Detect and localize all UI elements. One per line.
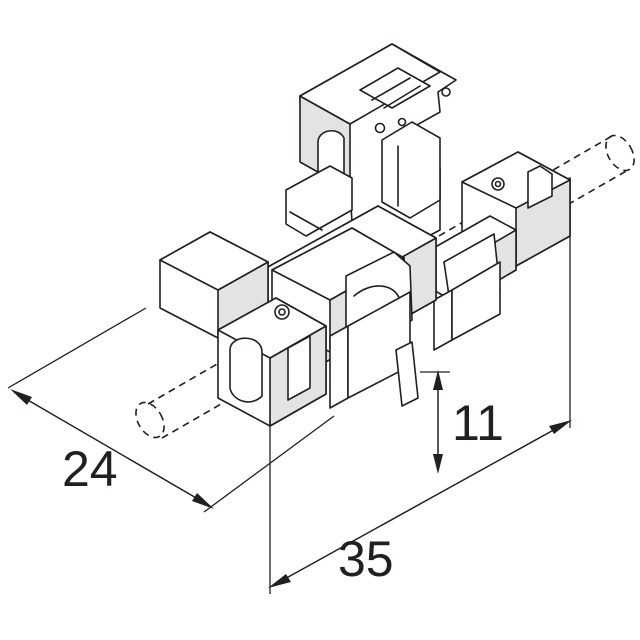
dimension-24-label: 24 [62,441,118,497]
rear-release-lever [429,215,517,351]
front-clamp [217,297,327,427]
rear-latch-tower [285,43,457,251]
cable-grip [271,227,419,409]
dimension-35: 35 [268,236,572,594]
dimension-11-label: 11 [452,395,504,451]
front-square-block [159,231,269,339]
dimension-24: 24 [7,307,335,513]
dimension-11: 11 [420,370,504,474]
dimension-35-label: 35 [338,531,394,587]
